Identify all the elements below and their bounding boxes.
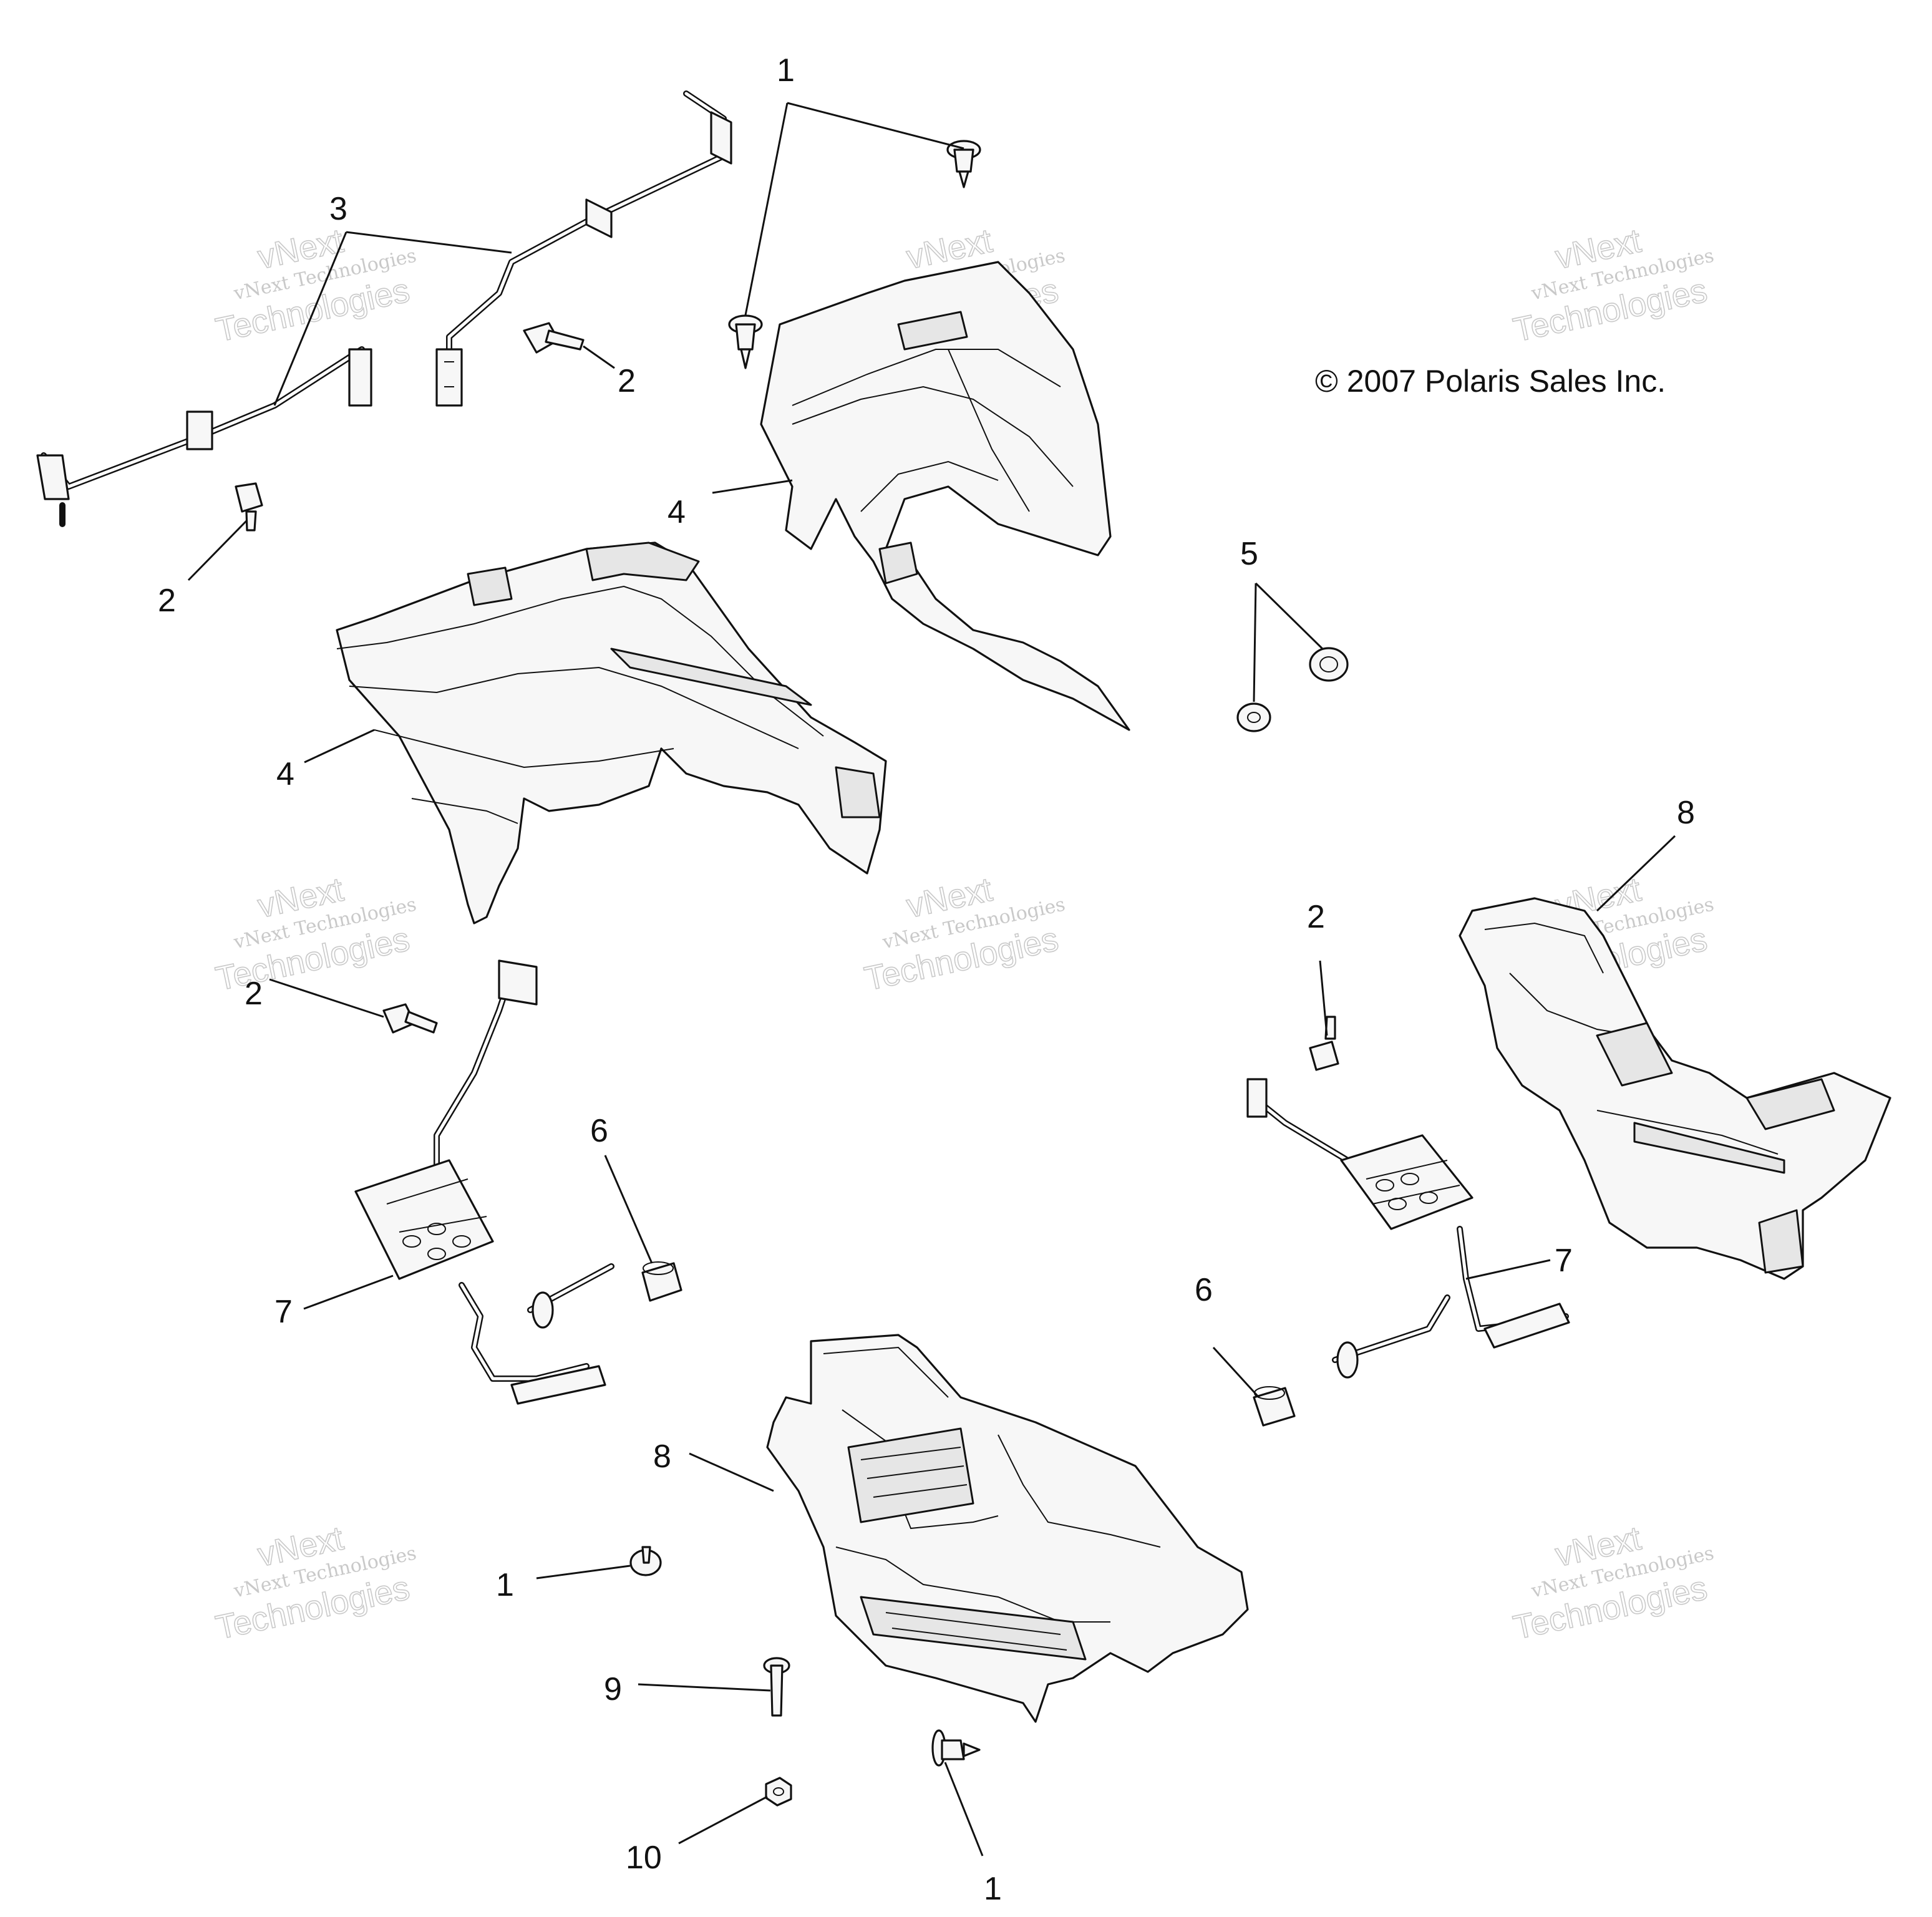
callout-2-d: 2 [1307, 899, 1325, 935]
fender-left-lower [336, 541, 887, 925]
watermark-mid-center: vNext vNext Technologies Technologies [861, 870, 1067, 999]
screw-a [523, 322, 585, 354]
rail-bracket-lower [36, 346, 372, 527]
callout-2-b: 2 [158, 583, 176, 619]
screw-d [1309, 1016, 1339, 1071]
footrest-bracket-left [354, 959, 614, 1405]
push-rivet-mid [629, 1546, 662, 1576]
callout-5: 5 [1240, 536, 1258, 572]
push-rivet-upper-left [728, 314, 763, 369]
callout-9: 9 [604, 1671, 622, 1707]
bushing-right [1253, 1386, 1296, 1427]
grommet-a [1309, 647, 1349, 682]
callout-7-a: 7 [274, 1294, 293, 1330]
watermark-mid-left: vNext vNext Technologies Technologies [212, 870, 419, 999]
callout-7-b: 7 [1555, 1243, 1573, 1279]
callout-6-a: 6 [590, 1113, 608, 1149]
callout-8-a: 8 [1677, 795, 1695, 831]
footrest-bracket-right [1246, 1078, 1570, 1379]
bushing-left [641, 1261, 682, 1302]
callout-8-b: 8 [653, 1439, 671, 1475]
watermark-bottom-left: vNext vNext Technologies Technologies [212, 1519, 419, 1648]
callout-4-a: 4 [667, 494, 686, 530]
callout-4-b: 4 [276, 756, 294, 792]
callout-10: 10 [626, 1840, 662, 1876]
callout-6-b: 6 [1195, 1272, 1213, 1308]
screw-b [235, 482, 263, 531]
push-rivet-bottom [931, 1729, 981, 1767]
copyright-notice: © 2007 Polaris Sales Inc. [1315, 364, 1666, 399]
callout-1-mid: 1 [496, 1567, 514, 1603]
watermark-top-right: vNext vNext Technologies Technologies [1510, 221, 1716, 350]
bolt [763, 1657, 790, 1717]
callout-1-bot: 1 [984, 1871, 1002, 1907]
nut [765, 1777, 792, 1807]
footwell-right [1459, 897, 1891, 1280]
callout-3: 3 [329, 191, 347, 227]
callout-1-top: 1 [777, 52, 795, 89]
fender-right-upper [760, 261, 1130, 731]
watermark-bottom-right: vNext vNext Technologies Technologies [1510, 1519, 1716, 1648]
callout-2-a: 2 [618, 363, 636, 399]
rail-bracket-upper [435, 90, 732, 407]
watermark-top-left: vNext vNext Technologies Technologies [212, 221, 419, 350]
callout-2-c: 2 [245, 976, 263, 1012]
leader-lines [187, 102, 1676, 1856]
grommet-b [1236, 702, 1271, 732]
callouts: 1 3 2 2 4 4 5 8 2 2 6 7 7 6 8 1 9 10 1 [158, 52, 1695, 1907]
footwell-left [766, 1334, 1249, 1723]
screw-c [382, 1003, 438, 1034]
push-rivet-top [946, 140, 981, 188]
